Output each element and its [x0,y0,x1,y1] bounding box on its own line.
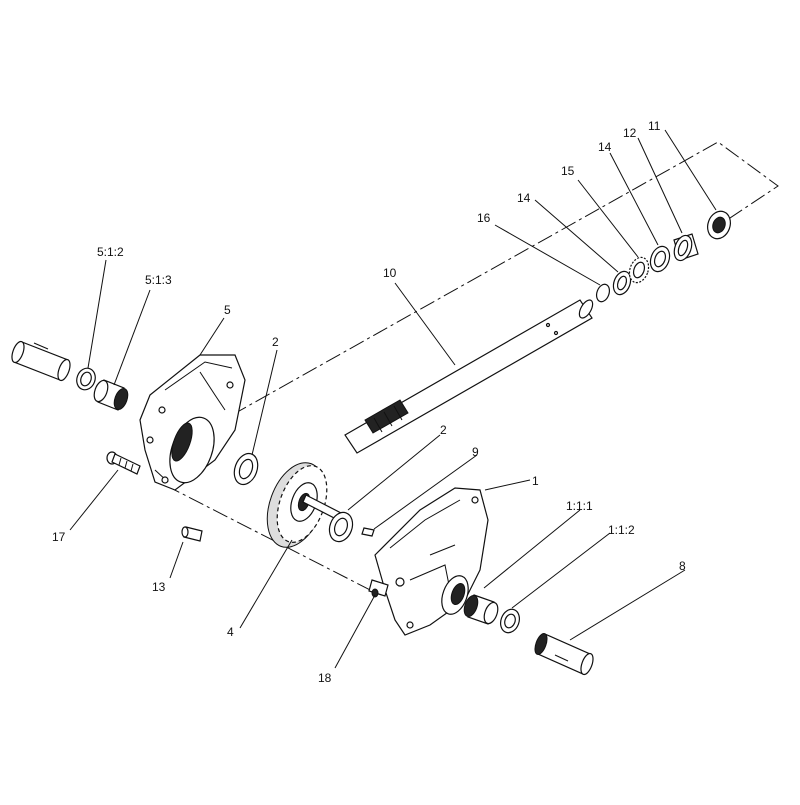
washer-2-left [233,452,259,486]
callout-9: 9 [472,445,479,459]
bushing-1-1-1 [463,594,499,625]
callout-16: 16 [477,211,491,225]
pin-5-1-2 [11,340,71,382]
bolt-17 [106,451,141,475]
callout-4: 4 [227,625,234,639]
callout-labels: 5:1:2 5:1:3 5 2 10 16 14 15 14 12 11 2 9… [52,119,686,685]
callout-5-1-3: 5:1:3 [145,273,172,287]
callout-1: 1 [532,474,539,488]
washer-2-right [328,511,354,543]
callout-2-left: 2 [272,335,279,349]
housing-5 [139,354,246,491]
bushing-12 [673,233,699,262]
callout-1-1-1: 1:1:1 [566,499,593,513]
ring-5-1-2 [76,367,96,391]
callout-13: 13 [152,580,166,594]
callout-14-a: 14 [517,191,531,205]
gear-4 [266,462,346,548]
shaft-10 [344,299,594,454]
callout-1-1-2: 1:1:2 [608,523,635,537]
callout-14-b: 14 [598,140,612,154]
callout-5: 5 [224,303,231,317]
key-9 [361,527,375,537]
pin-13 [181,526,203,542]
seal-11 [707,210,731,240]
callout-5-1-2: 5:1:2 [97,245,124,259]
callout-2-right: 2 [440,423,447,437]
housing-1 [374,487,489,636]
ring-1-1-2 [499,608,521,634]
bearing-15 [628,256,650,284]
bushing-5-1-3 [93,379,129,411]
shaft-centerline [231,141,779,416]
callout-10: 10 [383,266,397,280]
callout-11: 11 [648,119,661,133]
callout-17: 17 [52,530,66,544]
fitting-18 [368,579,389,598]
callout-15: 15 [561,164,575,178]
pin-8 [534,633,594,676]
callout-8: 8 [679,559,686,573]
washer-14-a [612,270,632,296]
callout-12: 12 [623,126,637,140]
leader-lines [69,129,717,669]
callout-18: 18 [318,671,332,685]
ring-16 [595,283,611,303]
washer-14-b [649,245,671,273]
